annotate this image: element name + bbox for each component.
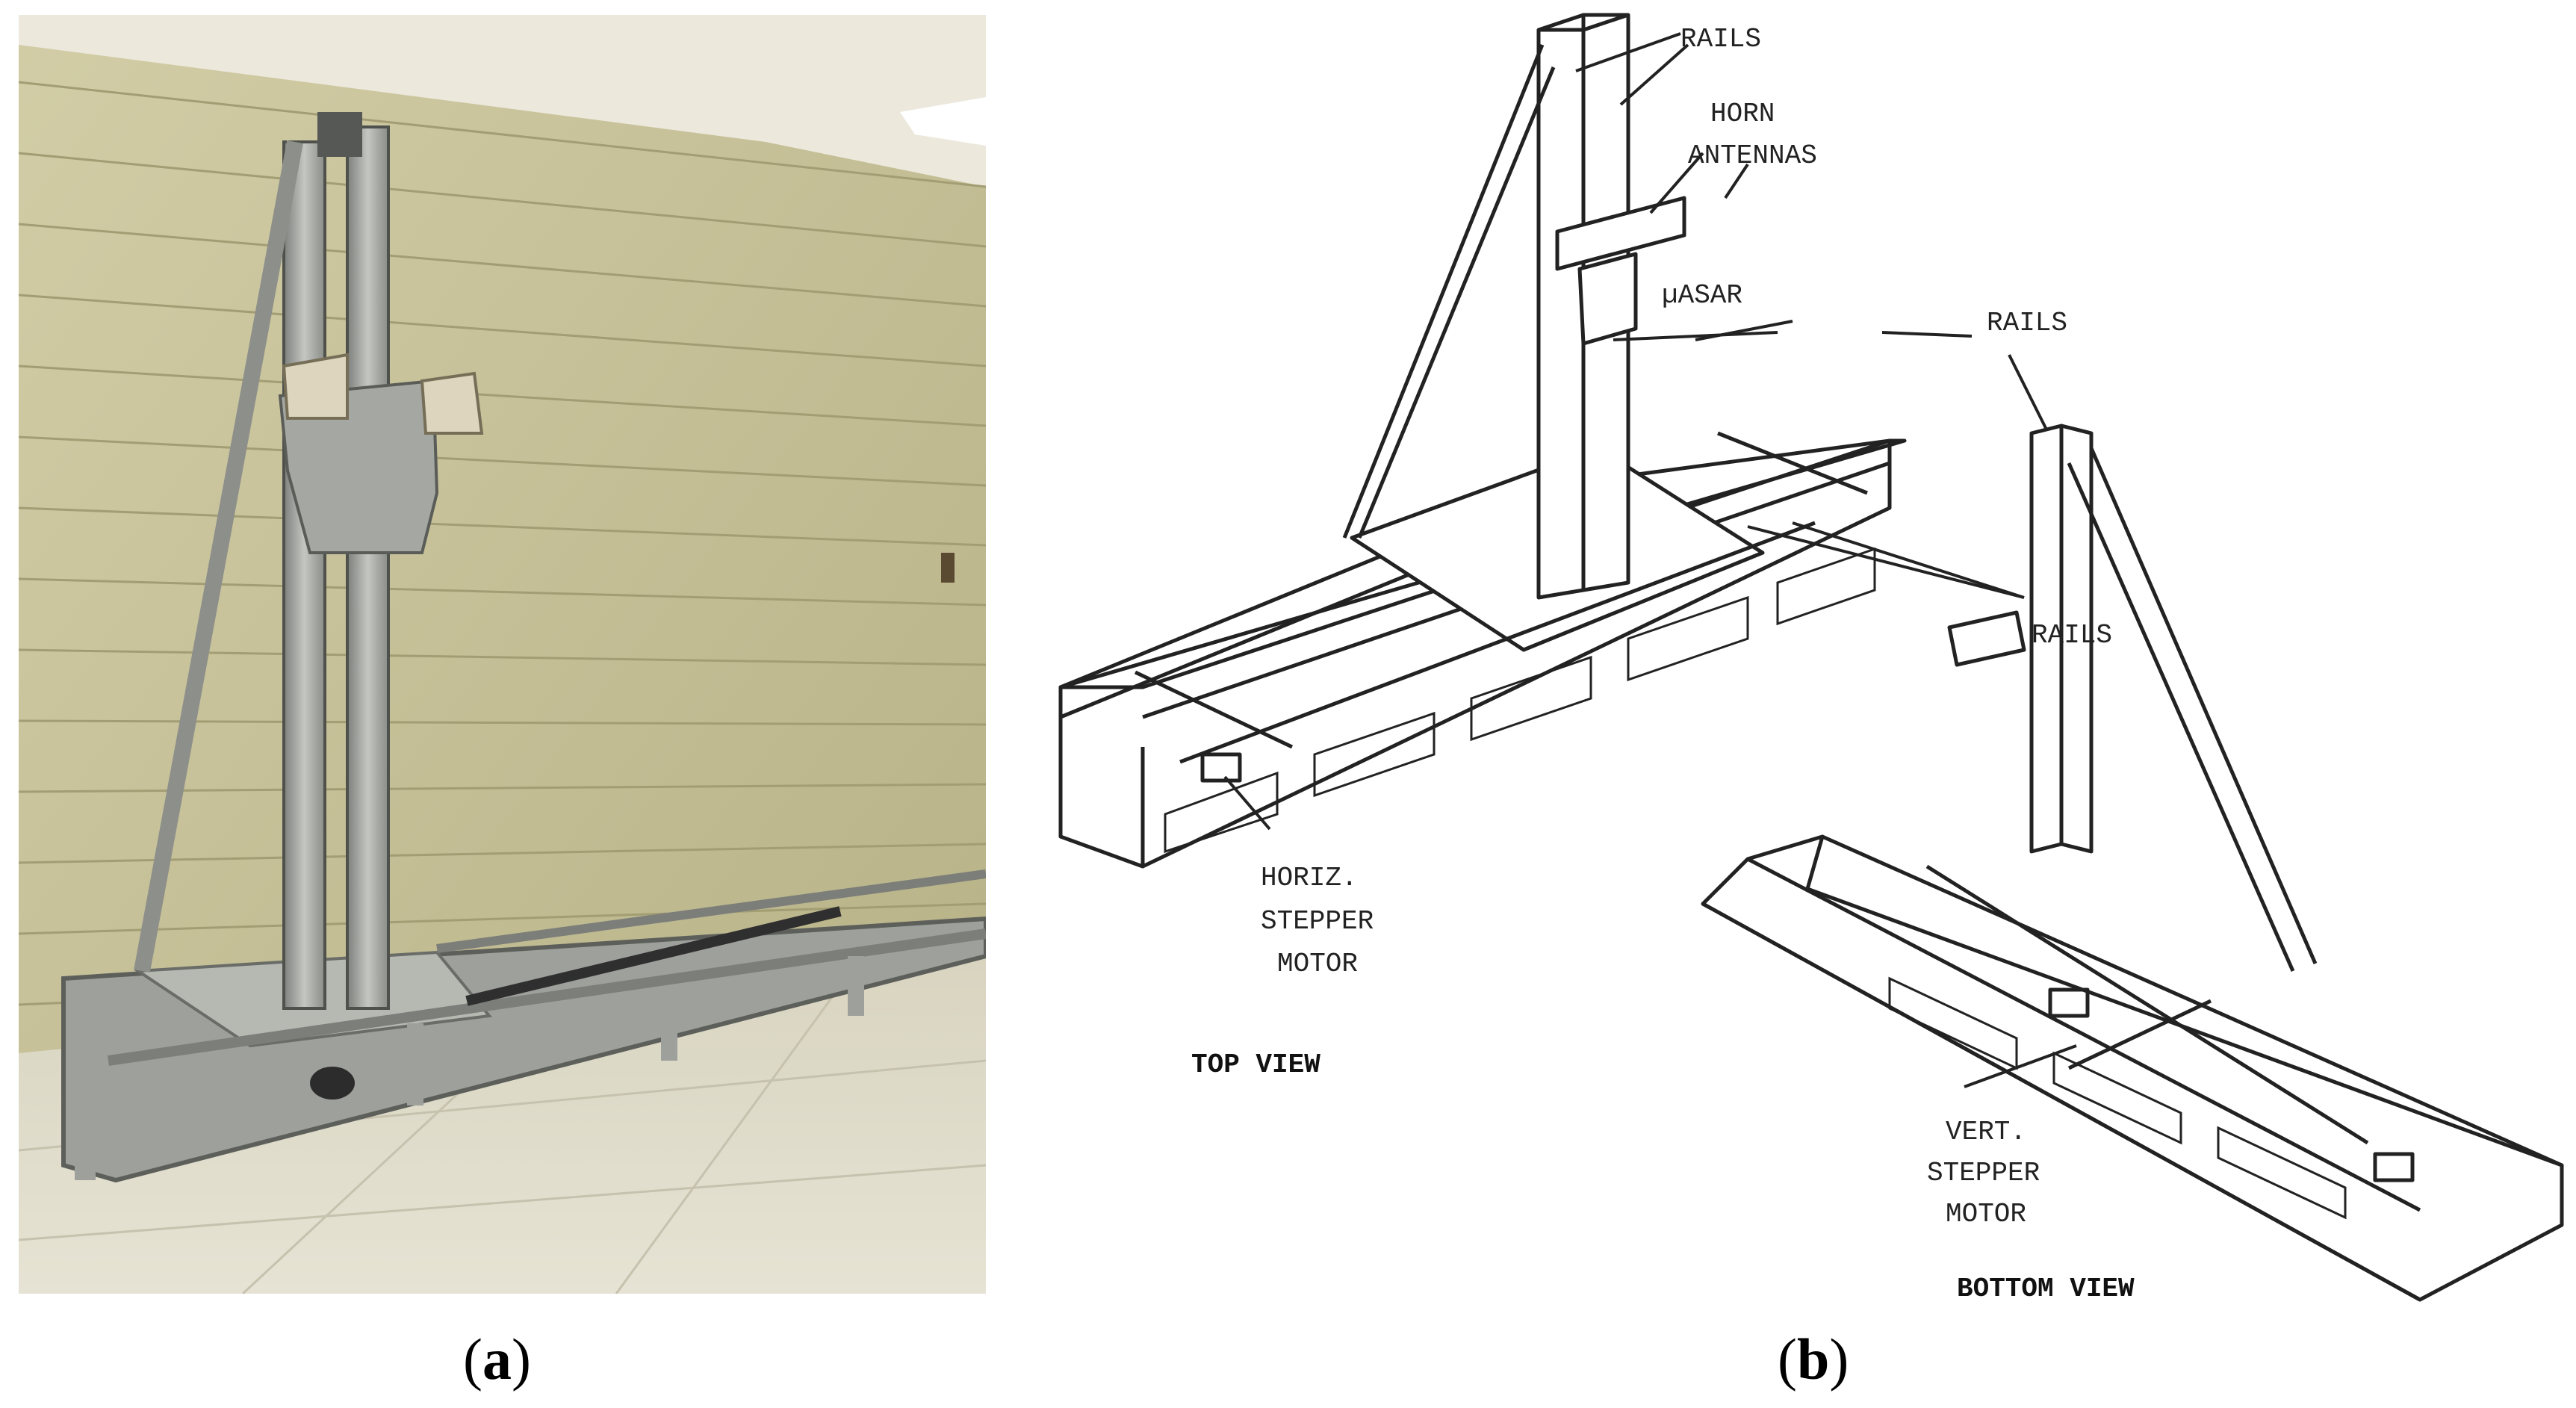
label-vert-stepper: STEPPER [1927, 1158, 2040, 1188]
bottom-view-drawing [1701, 424, 2564, 1302]
wall-block-line [19, 294, 986, 367]
wall-block-line [19, 435, 986, 487]
top-motor [1200, 752, 1242, 783]
wall-block-line [19, 223, 986, 308]
motor-photo [310, 1067, 355, 1100]
photo-panel [19, 15, 986, 1294]
top-brace [1342, 44, 1545, 539]
label-horn: HORN [1710, 99, 1775, 129]
drawing-panel: RAILS HORN ANTENNAS µASAR RAILS RAILS HO… [1058, 13, 2564, 1304]
bottom-brace [2089, 447, 2318, 964]
label-open: ( [1778, 1327, 1797, 1392]
label-usar: µASAR [1662, 280, 1742, 311]
wall-outlet [941, 553, 955, 583]
label-rails-mid: RAILS [2032, 620, 2112, 651]
top-view-caption: TOP VIEW [1191, 1049, 1320, 1080]
horn-left [282, 353, 349, 420]
bottom-motor [2048, 987, 2090, 1018]
wall-block-line [19, 81, 986, 188]
callout-leaders [1223, 32, 2077, 1088]
wall-block-lines [19, 81, 986, 1006]
rail-back [436, 869, 986, 953]
label-rails-right: RAILS [1987, 308, 2067, 338]
mast-left [282, 140, 326, 1010]
label-letter: a [482, 1327, 512, 1392]
label-antennas: ANTENNAS [1688, 140, 1817, 171]
top-usar-box [1577, 252, 1638, 346]
frame-post-left [75, 993, 96, 1180]
wall-block-line [19, 365, 986, 427]
label-horiz: HORIZ. [1261, 863, 1358, 893]
label-vert: VERT. [1946, 1117, 2026, 1147]
bottom-frame [1701, 834, 2564, 1302]
top-cross-2 [1717, 431, 1868, 495]
label-rails-top: RAILS [1680, 24, 1761, 55]
bottom-view-caption: BOTTOM VIEW [1957, 1274, 2135, 1304]
wall-block-line [19, 577, 986, 607]
rail-front [107, 928, 986, 1066]
mast-right [346, 125, 390, 1010]
label-close: ) [1829, 1327, 1849, 1392]
label-horiz-motor: MOTOR [1277, 949, 1358, 979]
cross-bar [465, 906, 842, 1006]
label-close: ) [511, 1327, 531, 1392]
frame-post-2 [661, 986, 677, 1061]
wall-block-line [19, 506, 986, 547]
label-open: ( [463, 1327, 482, 1392]
frame-post-3 [848, 956, 864, 1016]
callout-labels: RAILS HORN ANTENNAS µASAR RAILS RAILS HO… [1261, 24, 2112, 1229]
panel-label-a: (a) [463, 1326, 531, 1393]
bottom-mast-2 [2059, 424, 2094, 854]
view-captions: TOP VIEW BOTTOM VIEW [1191, 1049, 2135, 1304]
diagonal-brace [134, 140, 303, 973]
wall-block-line [19, 648, 986, 666]
horn-right [420, 371, 484, 435]
wall-block-line [19, 902, 986, 935]
wall-block-line [19, 843, 986, 864]
bottom-cross [2067, 999, 2212, 1070]
label-horiz-stepper: STEPPER [1261, 906, 1374, 937]
top-horn-bracket [1555, 196, 1686, 271]
bottom-carriage [2373, 1152, 2415, 1182]
ceiling-light [900, 97, 986, 146]
mast-top [317, 112, 362, 157]
panel-label-b: (b) [1778, 1326, 1849, 1393]
scanner-photo [61, 112, 986, 1183]
label-letter: b [1796, 1327, 1830, 1392]
label-vert-motor: MOTOR [1946, 1199, 2026, 1229]
frame-post-1 [407, 1023, 423, 1105]
top-cross-1 [1134, 670, 1294, 749]
top-mast-front [1536, 28, 1586, 600]
top-view-drawing [1058, 13, 1907, 869]
wall-block-line [19, 152, 986, 248]
ceiling [19, 15, 986, 187]
bottom-horn-bracket [1947, 610, 2026, 667]
